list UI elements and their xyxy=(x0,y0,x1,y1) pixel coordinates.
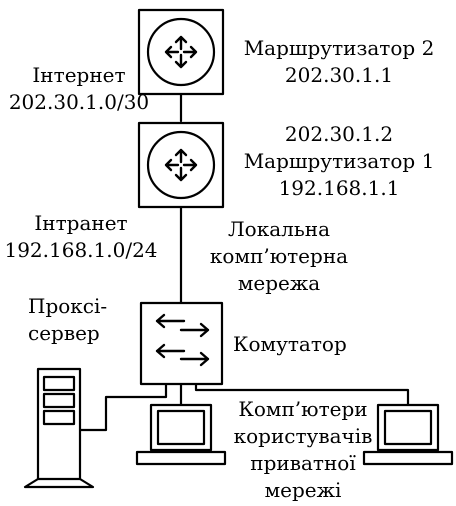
link-switch-proxy xyxy=(78,382,168,432)
switch-label: Комутатор xyxy=(233,332,347,356)
router-1-name: Маршрутизатор 1 xyxy=(243,149,435,173)
intranet-label: Інтранет xyxy=(34,211,128,235)
intranet-subnet: 192.168.1.0/24 xyxy=(4,238,158,262)
router-1-icon xyxy=(137,121,225,209)
link-switch-computer2 xyxy=(194,382,410,407)
lan-label-line2: комп’ютерна xyxy=(209,244,349,268)
lan-label-line3: мережа xyxy=(237,271,321,295)
proxy-label-line2: сервер xyxy=(28,321,100,345)
router-2-ip: 202.30.1.1 xyxy=(284,63,394,87)
internet-subnet: 202.30.1.0/30 xyxy=(8,90,150,114)
user-computer-2-icon xyxy=(362,403,454,466)
user-computers-line4: мережі xyxy=(264,478,342,502)
router-1-lan-ip: 192.168.1.1 xyxy=(278,176,400,200)
user-computers-line1: Комп’ютери xyxy=(238,397,368,421)
lan-label-line1: Локальна xyxy=(227,217,330,241)
proxy-server-icon xyxy=(23,367,95,489)
router-1-wan-ip: 202.30.1.2 xyxy=(284,122,394,146)
internet-label: Інтернет xyxy=(32,63,126,87)
user-computer-1-icon xyxy=(135,403,227,466)
router-2-icon xyxy=(137,8,225,96)
router-2-name: Маршрутизатор 2 xyxy=(243,36,435,60)
user-computers-line2: користувачів xyxy=(233,424,373,448)
user-computers-line3: приватної xyxy=(250,451,356,475)
switch-icon xyxy=(139,301,224,386)
proxy-label-line1: Проксі- xyxy=(28,294,108,318)
